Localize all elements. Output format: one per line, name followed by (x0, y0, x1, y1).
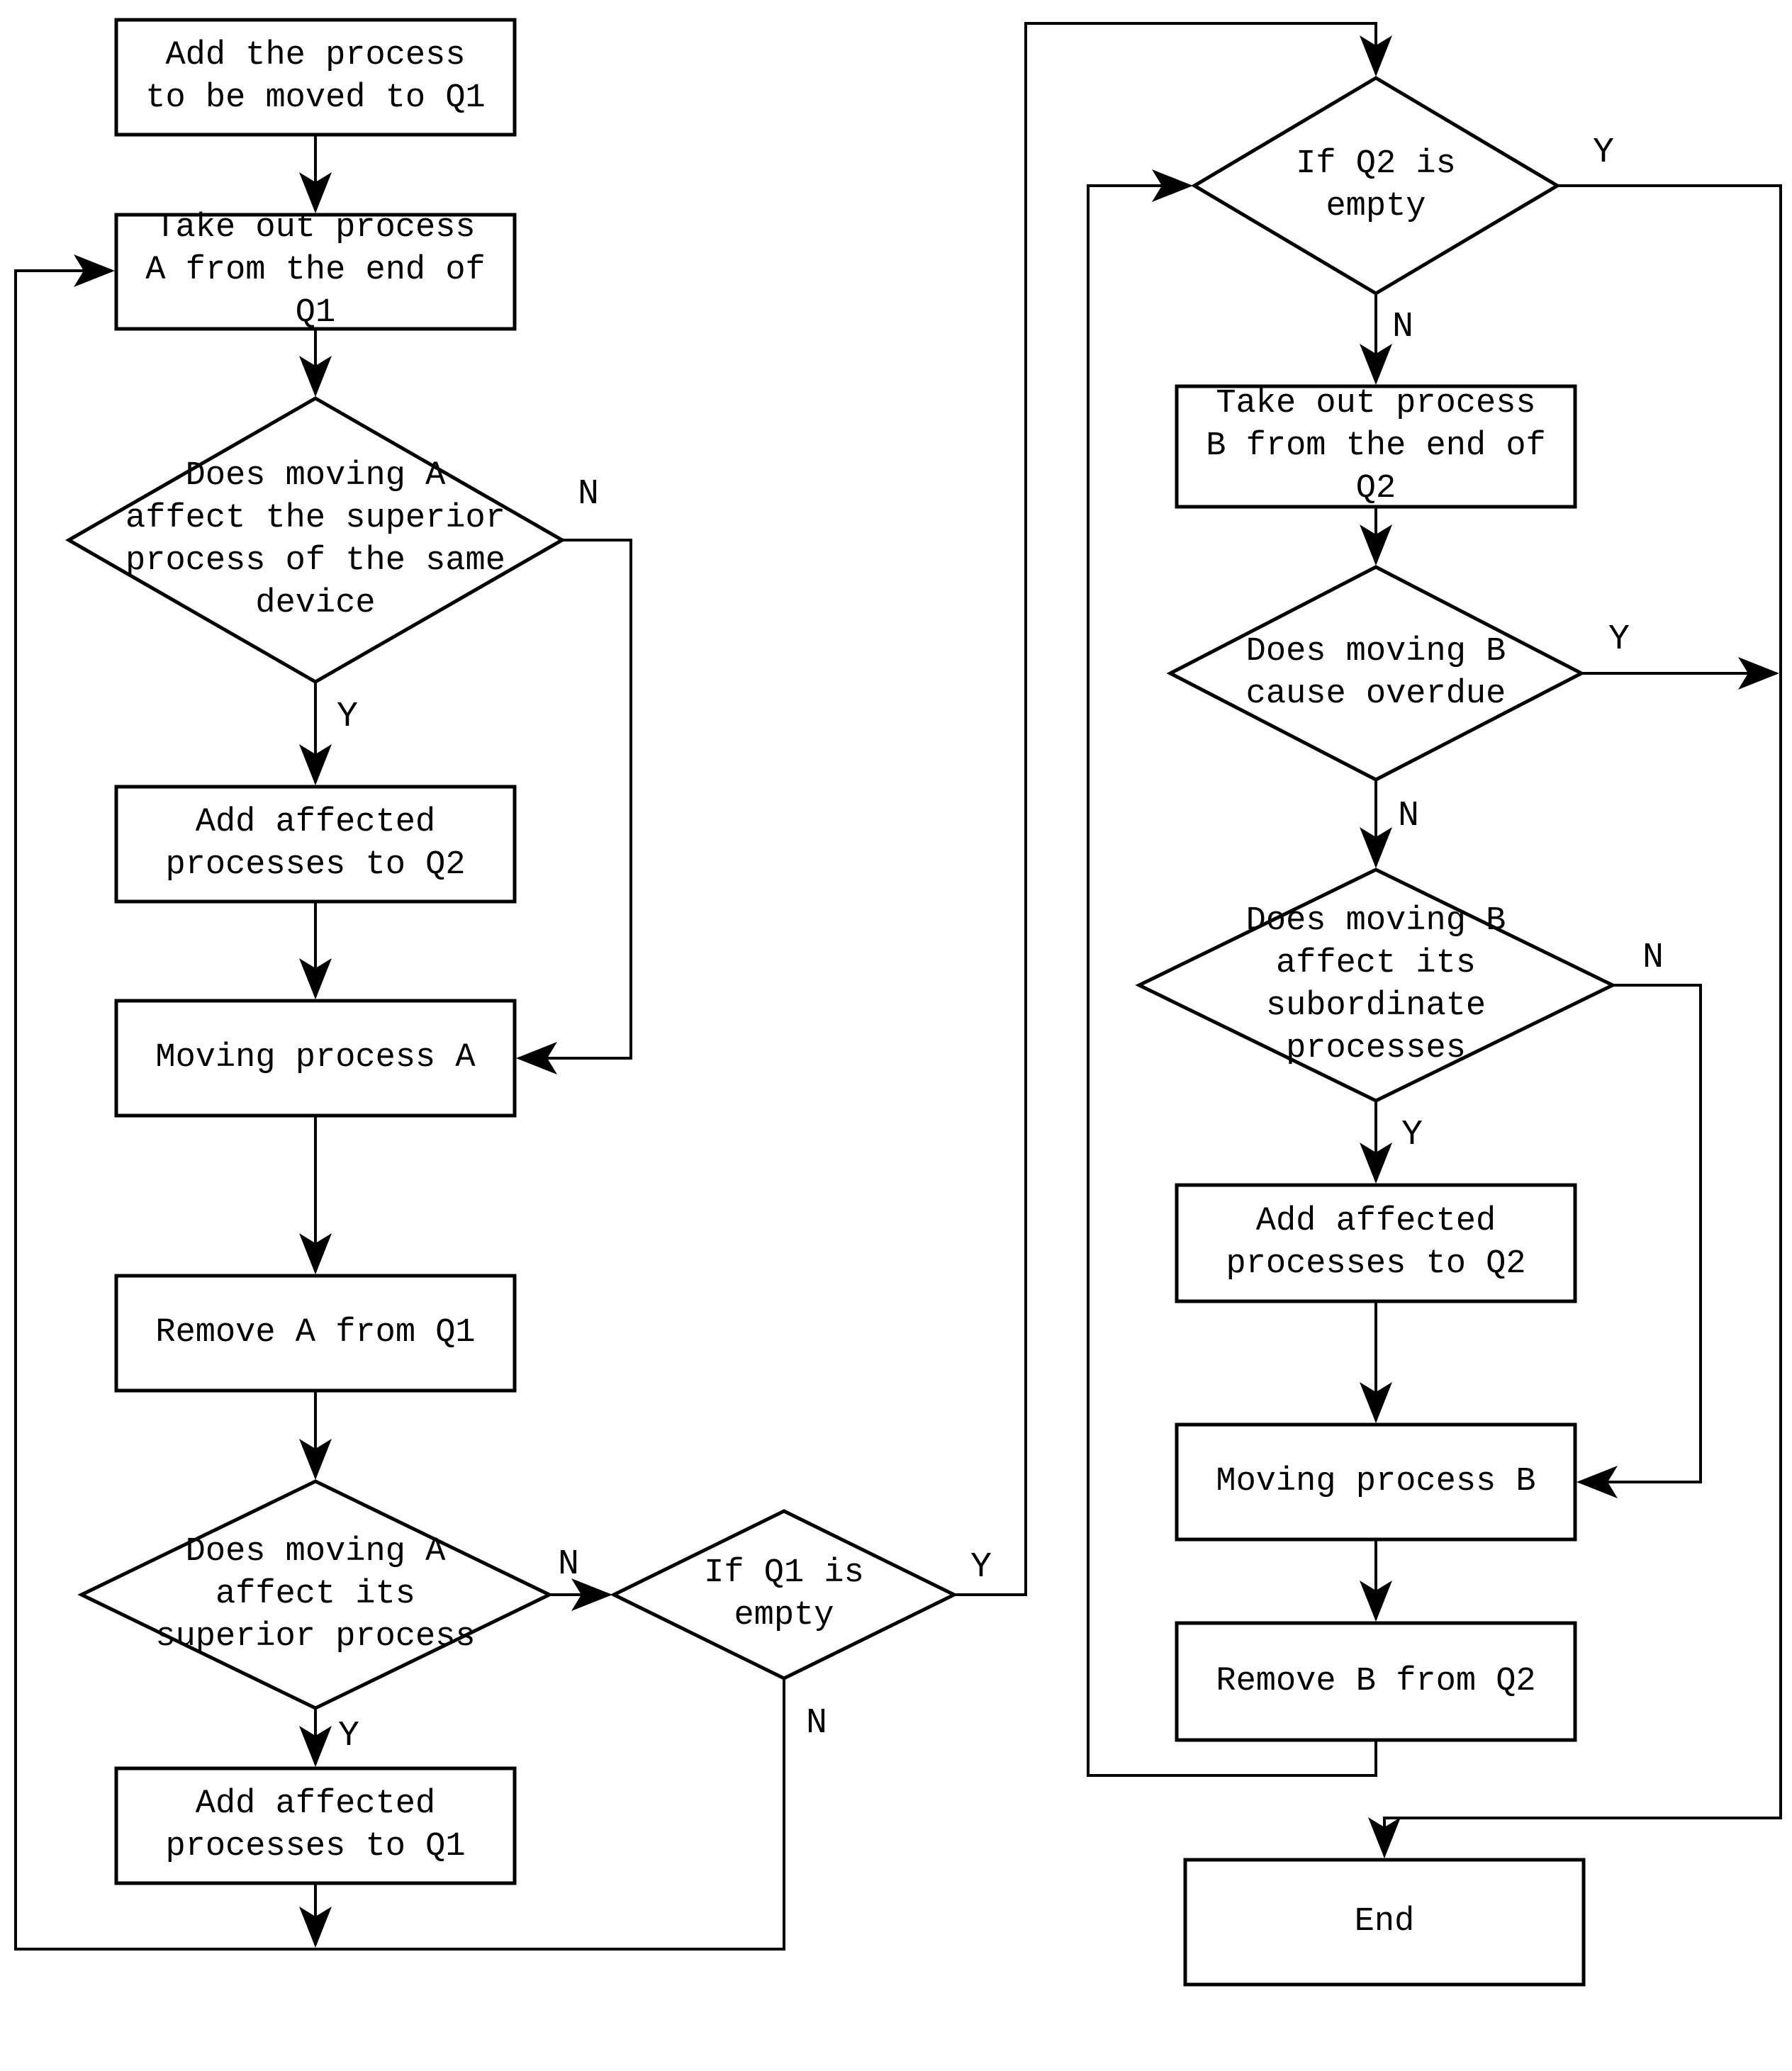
node-affect-superior-diamond (77, 1479, 554, 1710)
node-add-affected-q2-left-box (114, 785, 517, 904)
branch-label-affect-superior-same-no: N (577, 474, 599, 515)
node-add-affected-q2-right-label: Add affected processes to Q2 (1226, 1203, 1526, 1283)
node-affect-superior-same-label: Does moving A affect the superior proces… (125, 457, 505, 622)
node-add-affected-q1-label: Add affected processes to Q1 (165, 1785, 466, 1865)
branch-label-cause-overdue-no: N (1397, 796, 1419, 836)
node-take-out-b-box (1175, 384, 1577, 509)
node-affect-subordinate-label: Does moving B affect its subordinate pro… (1245, 902, 1506, 1067)
node-remove-a-label: Remove A from Q1 (155, 1314, 476, 1352)
node-add-affected-q1-box (114, 1766, 517, 1885)
node-remove-a-box (114, 1274, 517, 1393)
node-q1-empty-label: If Q1 is empty (704, 1554, 864, 1634)
node-add-process-box (114, 18, 517, 137)
node-remove-b-box (1175, 1621, 1577, 1742)
node-moving-a-label: Moving process A (155, 1039, 476, 1077)
node-q2-empty-diamond (1191, 76, 1561, 296)
node-moving-a-box (114, 999, 517, 1118)
branch-label-q1-empty-yes: Y (970, 1547, 992, 1588)
node-add-affected-q2-left-label: Add affected processes to Q2 (165, 804, 466, 884)
node-take-out-b-label: Take out process B from the end of Q2 (1206, 385, 1546, 507)
edge-affect-subordinate-no (1577, 984, 1702, 1498)
node-end-box (1183, 1858, 1586, 1987)
node-end-label: End (1354, 1903, 1415, 1941)
branch-label-affect-superior-yes: Y (337, 1716, 359, 1756)
branch-label-affect-superior-no: N (557, 1544, 579, 1585)
edge-q1-empty-no-loop (14, 254, 785, 1951)
branch-label-cause-overdue-yes: Y (1608, 619, 1630, 660)
node-q2-empty-label: If Q2 is empty (1296, 145, 1456, 225)
branch-label-q1-empty-no: N (805, 1703, 827, 1744)
edge-q1-empty-yes (954, 22, 1392, 1596)
node-moving-b-box (1175, 1422, 1577, 1542)
edge-to-end (1368, 184, 1782, 1858)
node-take-out-a-box (114, 213, 517, 331)
node-cause-overdue-label: Does moving B cause overdue (1245, 633, 1506, 713)
node-affect-superior-label: Does moving A affect its superior proces… (155, 1533, 476, 1656)
node-add-affected-q2-right-box (1175, 1183, 1577, 1303)
node-q1-empty-diamond (610, 1509, 958, 1680)
branch-label-q2-empty-no: N (1391, 307, 1413, 347)
branch-label-affect-subordinate-yes: Y (1401, 1115, 1423, 1155)
node-affect-subordinate-diamond (1135, 868, 1617, 1103)
edge-affect-superior-same-no (516, 539, 632, 1074)
node-affect-superior-same-diamond (65, 396, 566, 684)
branch-label-affect-subordinate-no: N (1642, 938, 1664, 978)
branch-label-q2-empty-yes: Y (1592, 133, 1614, 173)
edge-remove-b-loop-to-q2-empty (1087, 169, 1377, 1777)
node-cause-overdue-diamond (1166, 565, 1586, 782)
node-remove-b-label: Remove B from Q2 (1216, 1662, 1536, 1700)
branch-label-affect-superior-same-yes: Y (336, 697, 358, 737)
node-moving-b-label: Moving process B (1216, 1463, 1536, 1500)
node-add-process-label: Add the process to be moved to Q1 (145, 37, 486, 117)
node-take-out-a-label: Take out process A from the end of Q1 (145, 209, 486, 332)
